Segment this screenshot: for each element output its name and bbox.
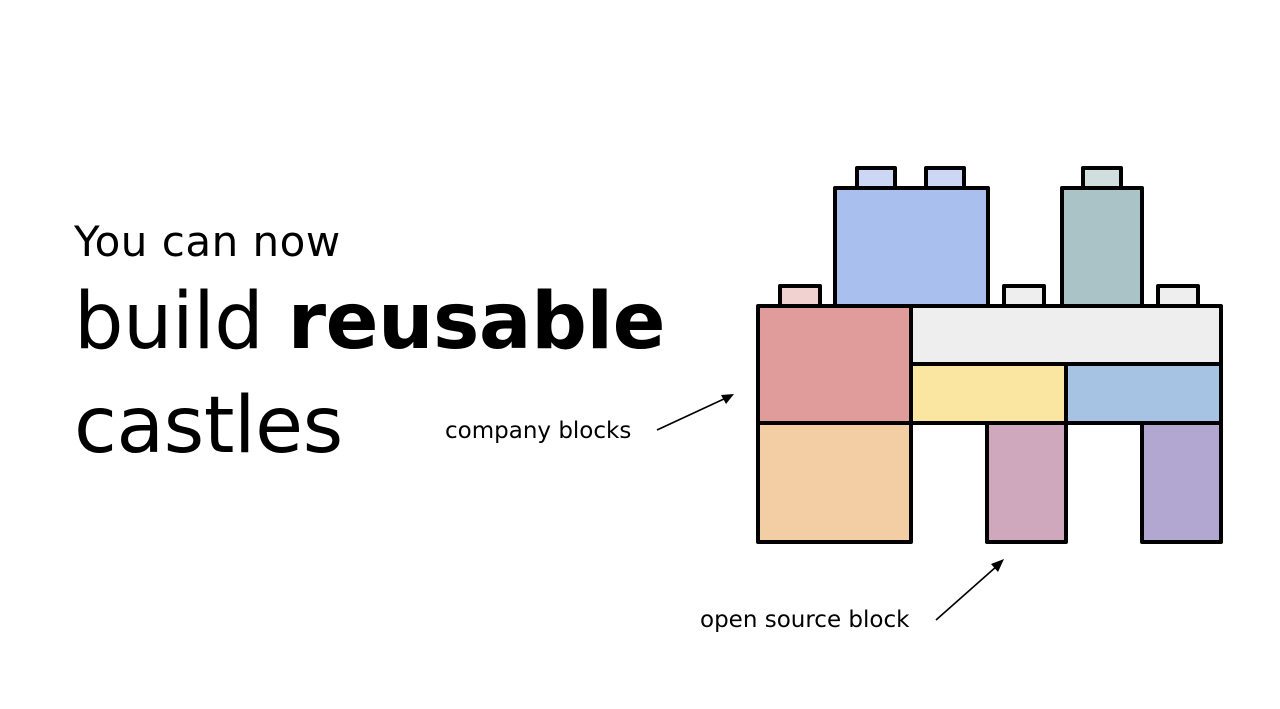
red-company-brick [756,304,913,425]
blue-brick-stud-right [924,166,966,190]
gray-brick-stud-left [1002,284,1046,308]
headline-line-1: You can now [74,217,341,266]
company-blocks-label: company blocks [445,418,632,444]
purple-brick [1140,421,1223,544]
light-gray-brick [909,304,1223,366]
open-source-arrowhead [991,559,1004,572]
blue-brick-stud-left [855,166,897,190]
red-brick-stud [778,284,822,308]
teal-brick [1060,186,1144,308]
gray-brick-stud-right [1156,284,1200,308]
company-blocks-arrow [656,397,727,431]
headline-line-3: castles [74,381,343,471]
open-source-block-label: open source block [700,607,910,633]
light-blue-brick [1064,362,1223,425]
teal-brick-stud [1081,166,1123,190]
headline-build-text: build [74,277,288,367]
yellow-brick [909,362,1068,425]
headline-line-2: build reusable [74,270,666,374]
headline-reusable-text: reusable [287,277,666,367]
pink-open-source-brick [985,421,1068,544]
headline: You can now build reusable castles [74,214,666,478]
company-blocks-arrowhead [721,394,734,404]
orange-brick [756,421,913,544]
open-source-arrow [935,565,998,621]
blue-brick [833,186,990,308]
